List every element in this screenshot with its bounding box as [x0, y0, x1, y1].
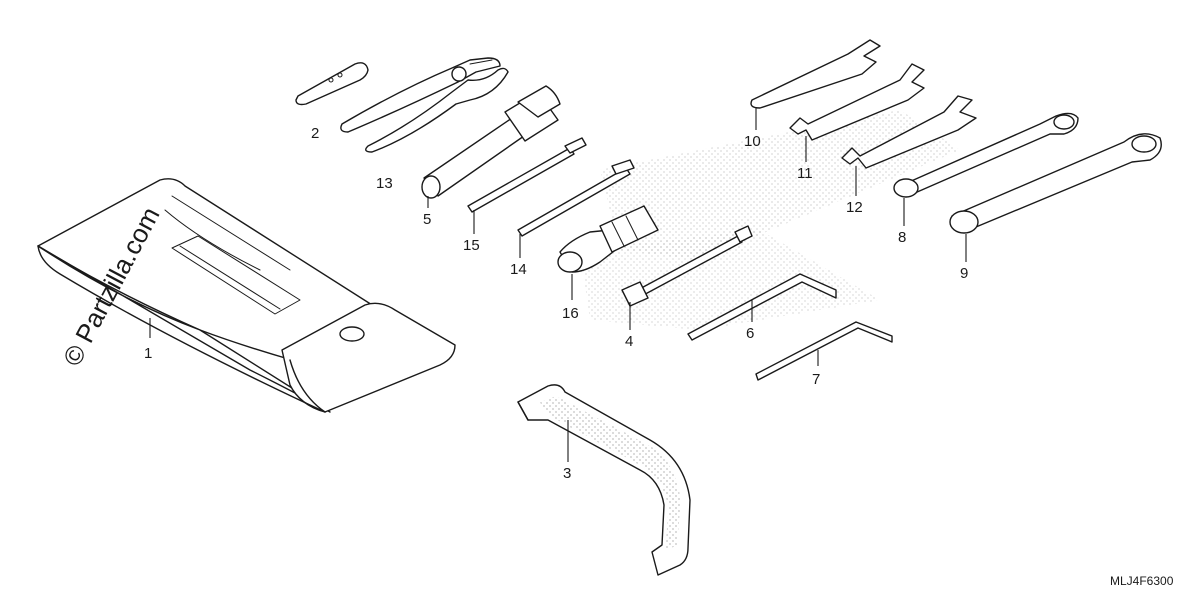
callout-15: 15 — [463, 237, 480, 254]
callout-labels: 1 2 3 4 5 6 7 8 9 10 11 12 13 14 15 16 — [144, 125, 968, 482]
callout-13: 13 — [376, 175, 393, 192]
screwdriver-shaft-14 — [517, 159, 635, 237]
plate-wrench — [295, 62, 369, 106]
callout-14: 14 — [510, 261, 527, 278]
callout-1: 1 — [144, 345, 152, 362]
hex-key-small — [755, 321, 893, 381]
callout-9: 9 — [960, 265, 968, 282]
open-end-wrench-10 — [750, 39, 881, 109]
open-end-wrench-11 — [789, 63, 925, 141]
callout-6: 6 — [746, 325, 754, 342]
callout-10: 10 — [744, 133, 761, 150]
callout-11: 11 — [797, 165, 813, 182]
diagram-code: MLJ4F6300 — [1110, 574, 1174, 588]
callout-4: 4 — [625, 333, 633, 350]
callout-7: 7 — [812, 371, 820, 388]
callout-3: 3 — [563, 465, 571, 482]
screwdriver-handle — [557, 205, 659, 273]
rubber-strap — [517, 384, 691, 576]
leader-lines — [149, 108, 967, 462]
hex-key-large — [687, 273, 837, 341]
callout-2: 2 — [311, 125, 319, 142]
callout-5: 5 — [423, 211, 431, 228]
callout-16: 16 — [562, 305, 579, 322]
combination-wrench-8 — [893, 112, 1079, 198]
shadow-stipple — [580, 110, 960, 330]
socket-extension — [621, 225, 753, 307]
tool-bag — [37, 178, 456, 413]
callout-12: 12 — [846, 199, 863, 216]
spark-plug-wrench — [421, 85, 561, 199]
callout-8: 8 — [898, 229, 906, 246]
open-end-wrench-12 — [841, 95, 977, 169]
combination-wrench-9 — [949, 133, 1162, 234]
screwdriver-shaft-15 — [467, 137, 587, 213]
pliers — [340, 57, 509, 153]
